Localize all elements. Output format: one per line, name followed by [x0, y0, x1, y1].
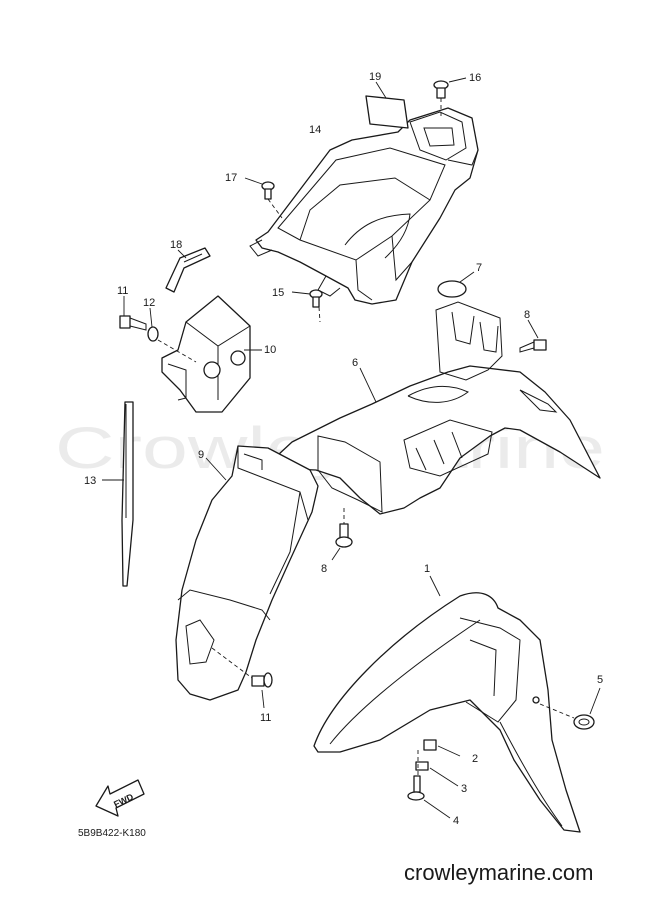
- part-15-screw[interactable]: [309, 289, 323, 308]
- part-1-front-fender[interactable]: [313, 592, 581, 833]
- callout-16: 16: [469, 72, 481, 84]
- callout-12: 12: [143, 297, 155, 309]
- callout-11-upper: 11: [117, 285, 128, 297]
- callout-11-lower: 11: [260, 712, 271, 724]
- callout-7: 7: [476, 262, 482, 274]
- part-18-bracket[interactable]: [165, 247, 211, 293]
- callout-15: 15: [272, 287, 284, 299]
- part-8-bolt-lower[interactable]: [335, 523, 353, 548]
- diagram-code: 5B9B422-K180: [78, 828, 146, 839]
- part-6-rear-fender[interactable]: [263, 301, 601, 515]
- callout-17: 17: [225, 172, 237, 184]
- callout-19: 19: [369, 71, 381, 83]
- part-19-label[interactable]: [365, 95, 409, 129]
- part-12-washer[interactable]: [147, 326, 159, 342]
- website-url: crowleymarine.com: [404, 860, 594, 885]
- callout-3: 3: [461, 783, 467, 795]
- part-9-rear-mudguard[interactable]: [175, 445, 319, 701]
- callout-2: 2: [472, 753, 478, 765]
- part-4-bolt[interactable]: [407, 775, 425, 801]
- callout-10: 10: [264, 344, 276, 356]
- part-13-strip[interactable]: [121, 401, 134, 587]
- part-11-bolt-lower[interactable]: [251, 672, 273, 688]
- part-7-cap[interactable]: [437, 280, 467, 298]
- callout-1: 1: [424, 563, 430, 575]
- callout-8-lower: 8: [321, 563, 327, 575]
- part-8-bolt-upper[interactable]: [519, 339, 547, 353]
- callout-14: 14: [309, 124, 321, 136]
- part-3-washer[interactable]: [415, 761, 429, 771]
- part-17-screw[interactable]: [261, 181, 275, 200]
- callout-13: 13: [84, 475, 96, 487]
- part-5-grommet[interactable]: [573, 714, 595, 730]
- callout-9: 9: [198, 449, 204, 461]
- callout-5: 5: [597, 674, 603, 686]
- callout-6: 6: [352, 357, 358, 369]
- part-10-box[interactable]: [161, 295, 251, 413]
- fwd-arrow-icon: FWD: [95, 779, 145, 817]
- callout-18: 18: [170, 239, 182, 251]
- part-14-storage-tray[interactable]: [249, 107, 479, 305]
- callout-8-upper: 8: [524, 309, 530, 321]
- part-2-collar[interactable]: [423, 739, 437, 751]
- part-11-bolt-upper[interactable]: [119, 315, 147, 331]
- part-16-bolt[interactable]: [433, 80, 449, 99]
- callout-4: 4: [453, 815, 459, 827]
